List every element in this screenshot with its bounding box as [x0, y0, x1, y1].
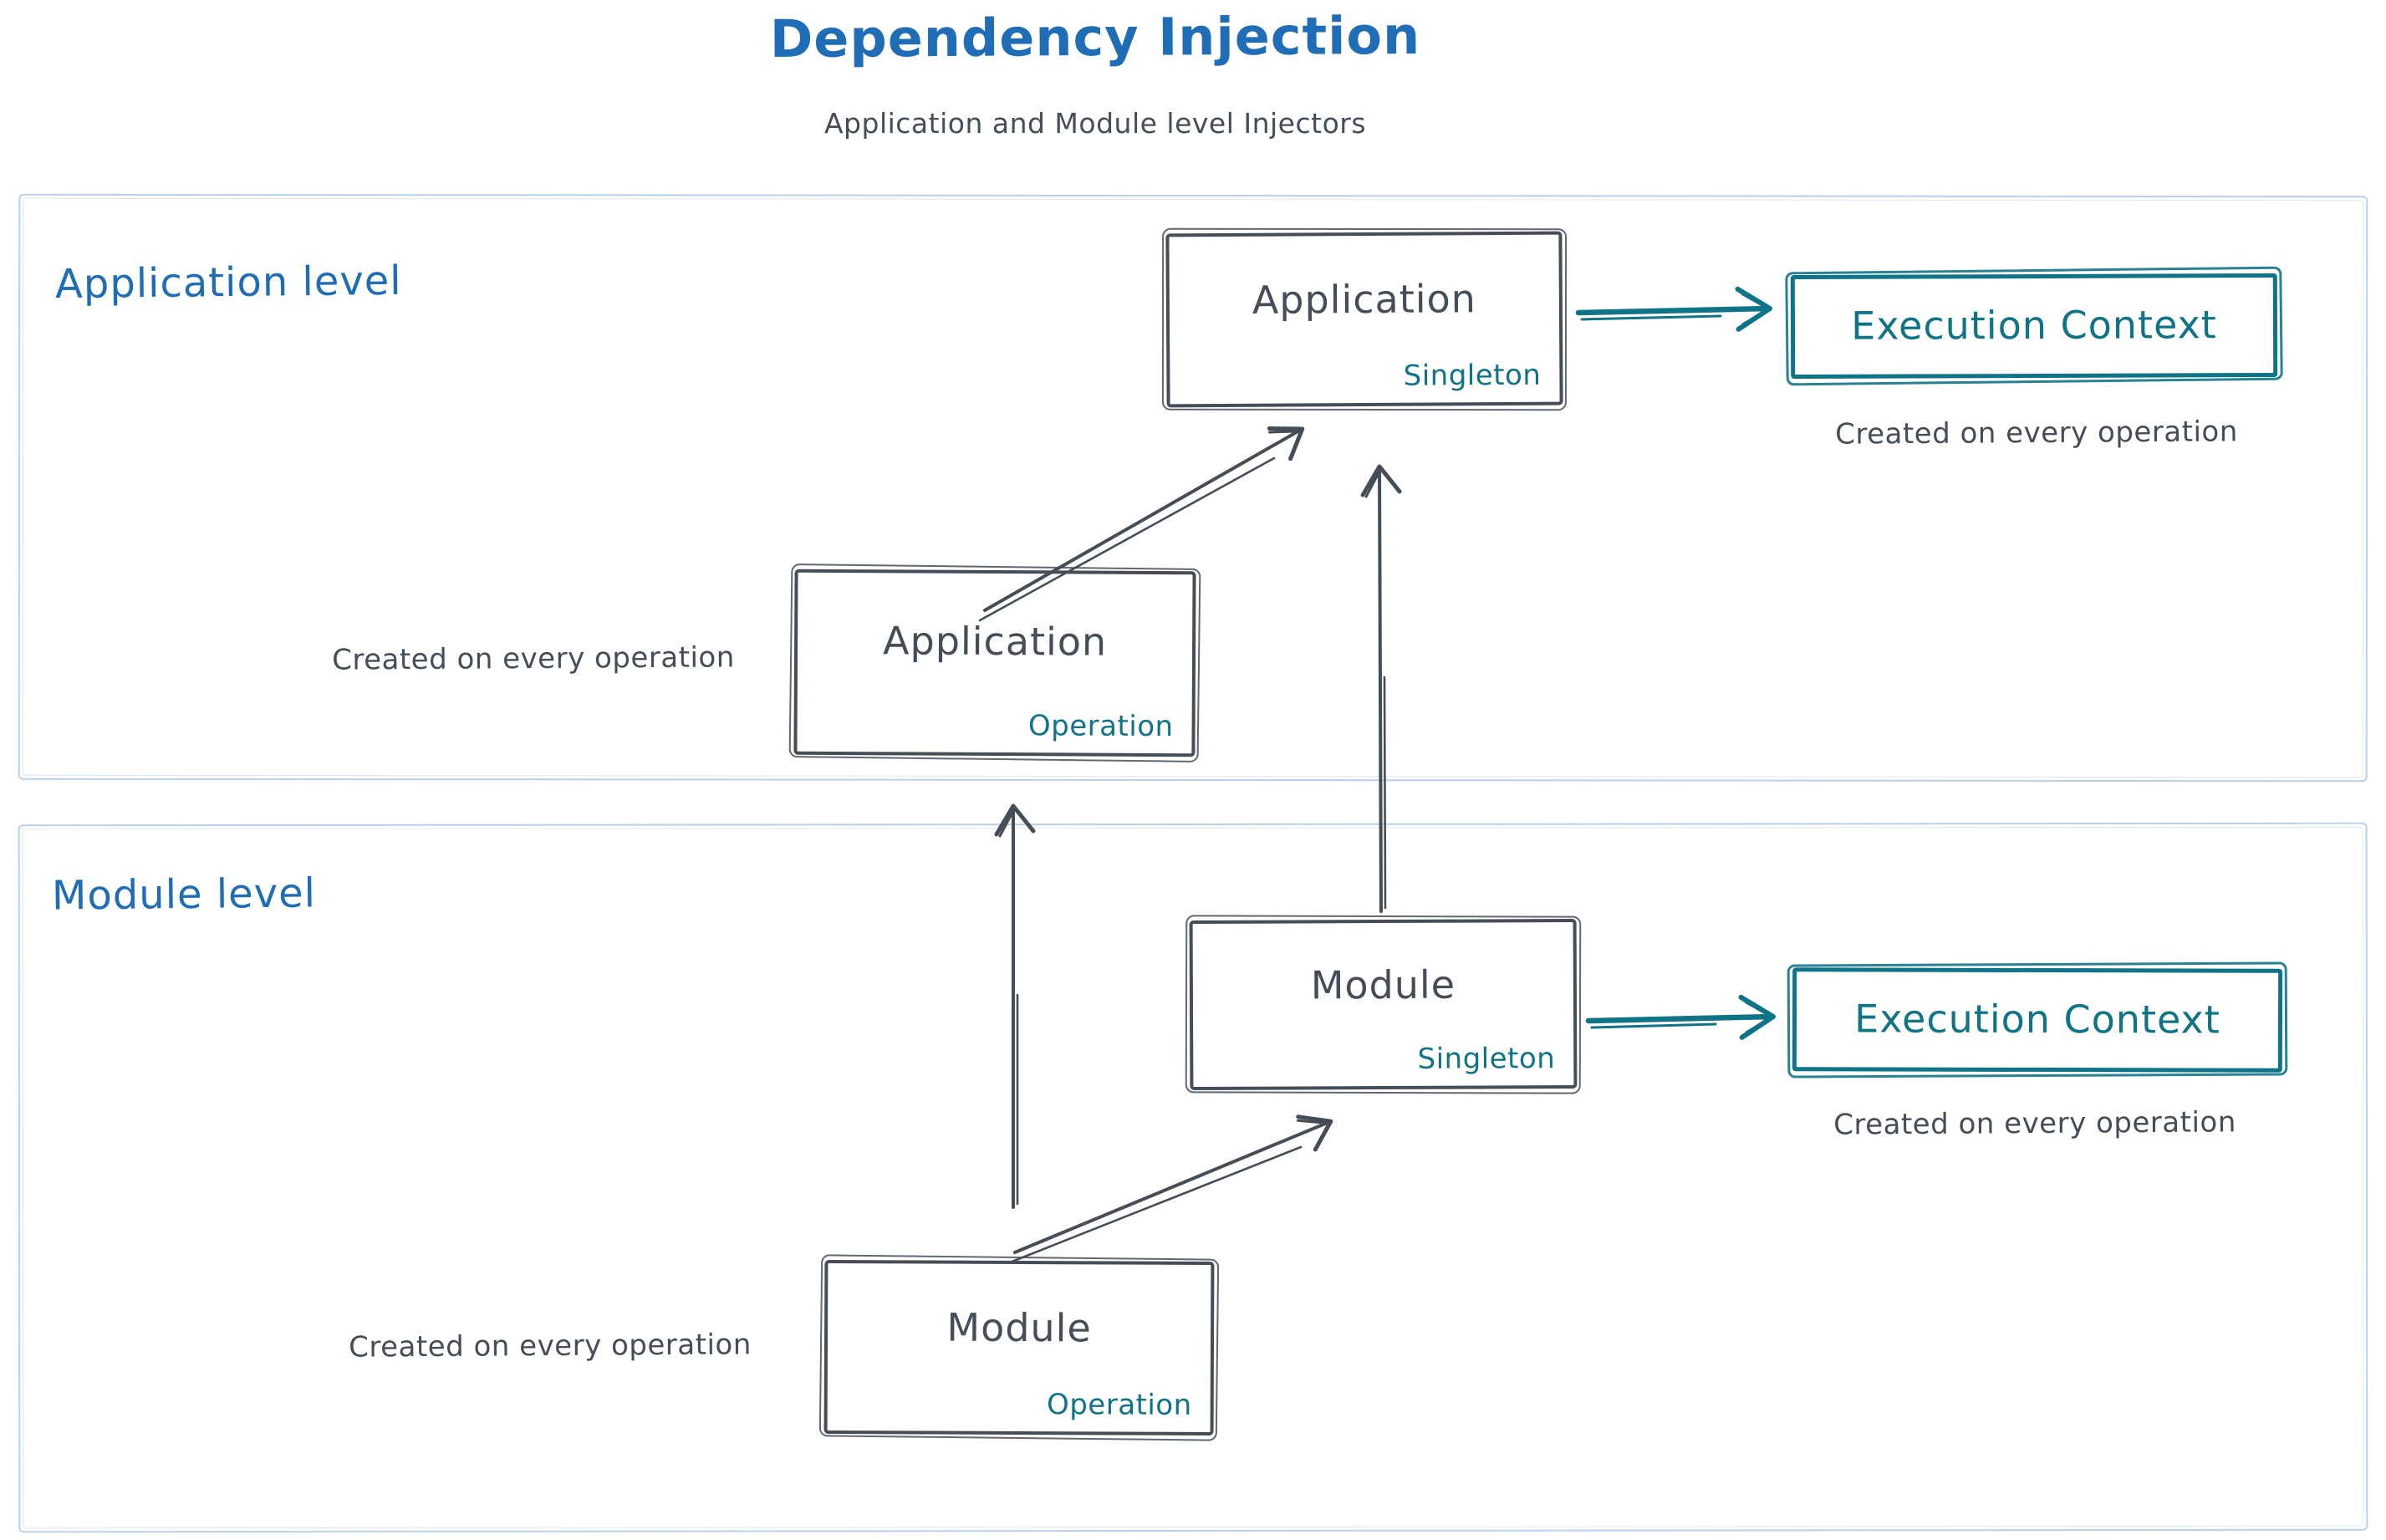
application-singleton-box: Application Singleton [1165, 231, 1563, 408]
module-execution-context-box: Execution Context [1792, 967, 2283, 1073]
application-level-label: Application level [54, 257, 402, 309]
diagram-subtitle: Application and Module level Injectors [823, 107, 1367, 140]
diagram-title: Dependency Injection [769, 4, 1421, 70]
module-singleton-box: Module Singleton [1189, 918, 1578, 1091]
module-execution-context-label: Execution Context [1854, 996, 2220, 1043]
application-execution-context-label: Execution Context [1851, 302, 2217, 349]
module-operation-tag: Operation [1046, 1388, 1192, 1422]
application-singleton-tag: Singleton [1403, 358, 1542, 393]
application-operation-box: Application Operation [793, 569, 1196, 757]
module-operation-box: Module Operation [823, 1259, 1215, 1436]
module-operation-caption: Created on every operation [349, 1328, 752, 1364]
module-execution-caption: Created on every operation [1833, 1105, 2236, 1142]
application-operation-tag: Operation [1027, 709, 1174, 744]
module-singleton-title: Module [1310, 961, 1456, 1008]
module-singleton-tag: Singleton [1417, 1042, 1556, 1076]
application-execution-context-box: Execution Context [1790, 273, 2278, 380]
module-operation-title: Module [946, 1304, 1092, 1351]
module-level-label: Module level [51, 869, 317, 920]
application-singleton-title: Application [1252, 276, 1477, 323]
application-operation-title: Application [882, 618, 1108, 665]
application-execution-caption: Created on every operation [1835, 415, 2238, 451]
application-operation-caption: Created on every operation [332, 640, 735, 677]
